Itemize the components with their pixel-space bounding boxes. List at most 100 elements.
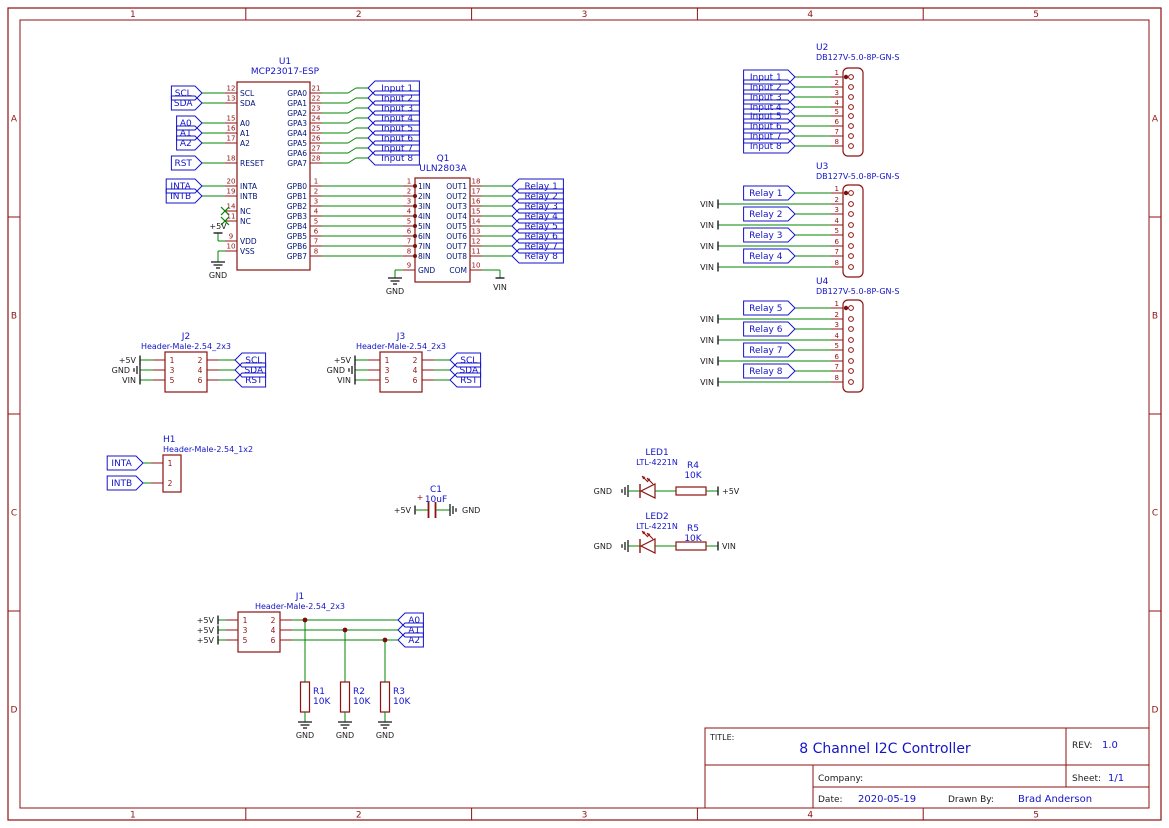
global-label-shape xyxy=(165,178,203,194)
resistor-reference: R4 xyxy=(687,461,699,471)
pin-number: 2 xyxy=(271,616,276,625)
pin-name: VSS xyxy=(240,247,255,256)
sheet-label: Sheet: xyxy=(1072,774,1101,784)
terminal-circle xyxy=(848,133,854,139)
junction-dot xyxy=(342,627,348,633)
pin-name: OUT7 xyxy=(446,242,467,251)
pin-number: 1 xyxy=(835,185,839,193)
net-label: A2 xyxy=(180,139,192,149)
pin-number: 4 xyxy=(271,626,276,635)
symbol-body xyxy=(842,184,864,278)
global-label-shape xyxy=(106,475,144,491)
pin-number: 6 xyxy=(314,228,319,236)
pin-number: 2 xyxy=(835,311,839,319)
net-label: Input 8 xyxy=(381,154,413,164)
global-label-shape xyxy=(743,321,796,337)
pin-number: 16 xyxy=(227,125,236,133)
drawn-by-label: Drawn By: xyxy=(948,795,994,805)
power-label: +5V xyxy=(119,356,137,365)
power-label: VIN xyxy=(700,336,714,345)
gnd-label: GND xyxy=(327,366,345,375)
terminal-circle xyxy=(848,211,854,217)
pin-number: 5 xyxy=(170,376,175,385)
global-label-shape xyxy=(367,100,420,116)
global-label-shape xyxy=(170,85,203,101)
global-label-shape xyxy=(511,248,564,264)
terminal-circle xyxy=(848,347,854,353)
symbol-body xyxy=(237,611,281,653)
pin-number: 5 xyxy=(385,376,390,385)
pin-number: 14 xyxy=(227,203,236,211)
value: Header-Male-2.54_2x3 xyxy=(141,342,231,351)
pin-number: 18 xyxy=(472,178,481,186)
terminal-circle xyxy=(848,113,854,119)
pin-number: 6 xyxy=(413,376,418,385)
pin-name: INTB xyxy=(240,192,258,201)
pin-name: A0 xyxy=(240,119,250,128)
wire xyxy=(347,157,357,164)
led-arrow-head xyxy=(647,478,651,482)
power-label: VIN xyxy=(700,315,714,324)
value: DB127V-5.0-8P-GN-S xyxy=(816,172,899,181)
pin-number: 8 xyxy=(835,374,839,382)
reference: LED2 xyxy=(645,512,668,522)
pin-name: 8IN xyxy=(418,252,431,261)
net-label: Input 3 xyxy=(381,104,413,114)
resistor-body xyxy=(299,681,311,713)
terminal-circle xyxy=(848,104,854,110)
pin-number: 23 xyxy=(312,105,321,113)
global-label-shape xyxy=(743,206,796,222)
global-label-shape xyxy=(743,227,796,243)
pin-name: OUT6 xyxy=(446,232,467,241)
reference: U3 xyxy=(816,162,828,172)
pin-number: 2 xyxy=(168,479,173,488)
global-label-shape xyxy=(234,352,267,368)
pin-name: GPB1 xyxy=(287,192,307,201)
global-label-shape xyxy=(234,362,267,378)
pin-dot xyxy=(413,204,417,208)
border-column-label: 3 xyxy=(582,10,588,20)
value: DB127V-5.0-8P-GN-S xyxy=(816,53,899,62)
pin-name: GPB4 xyxy=(287,222,307,231)
gnd-label: GND xyxy=(386,287,404,296)
component-Q1[interactable]: Q1ULN2803A11IN22IN33IN44IN55IN66IN77IN88… xyxy=(386,154,564,296)
terminal-circle xyxy=(848,358,854,364)
pin-number: 7 xyxy=(407,238,411,246)
company-label: Company: xyxy=(818,774,863,784)
pin-number: 5 xyxy=(835,227,839,235)
gnd-label: GND xyxy=(462,506,480,515)
global-label-shape xyxy=(170,155,203,171)
pin-name: OUT1 xyxy=(446,182,467,191)
gnd-label: GND xyxy=(594,542,612,551)
pin-number: 15 xyxy=(227,115,236,123)
wire xyxy=(347,87,357,94)
global-label-shape xyxy=(367,140,420,156)
pin-number: 2 xyxy=(413,356,418,365)
net-label: RST xyxy=(245,376,263,386)
net-label: INTA xyxy=(170,182,191,192)
pin-dot xyxy=(413,224,417,228)
power-label: VIN xyxy=(493,283,507,292)
net-label: Input 1 xyxy=(381,84,413,94)
terminal-circle xyxy=(848,222,854,228)
pin-number: 6 xyxy=(835,118,840,126)
gnd-label: GND xyxy=(112,366,130,375)
pin-number: 25 xyxy=(312,125,321,133)
pin-number: 4 xyxy=(835,99,840,107)
